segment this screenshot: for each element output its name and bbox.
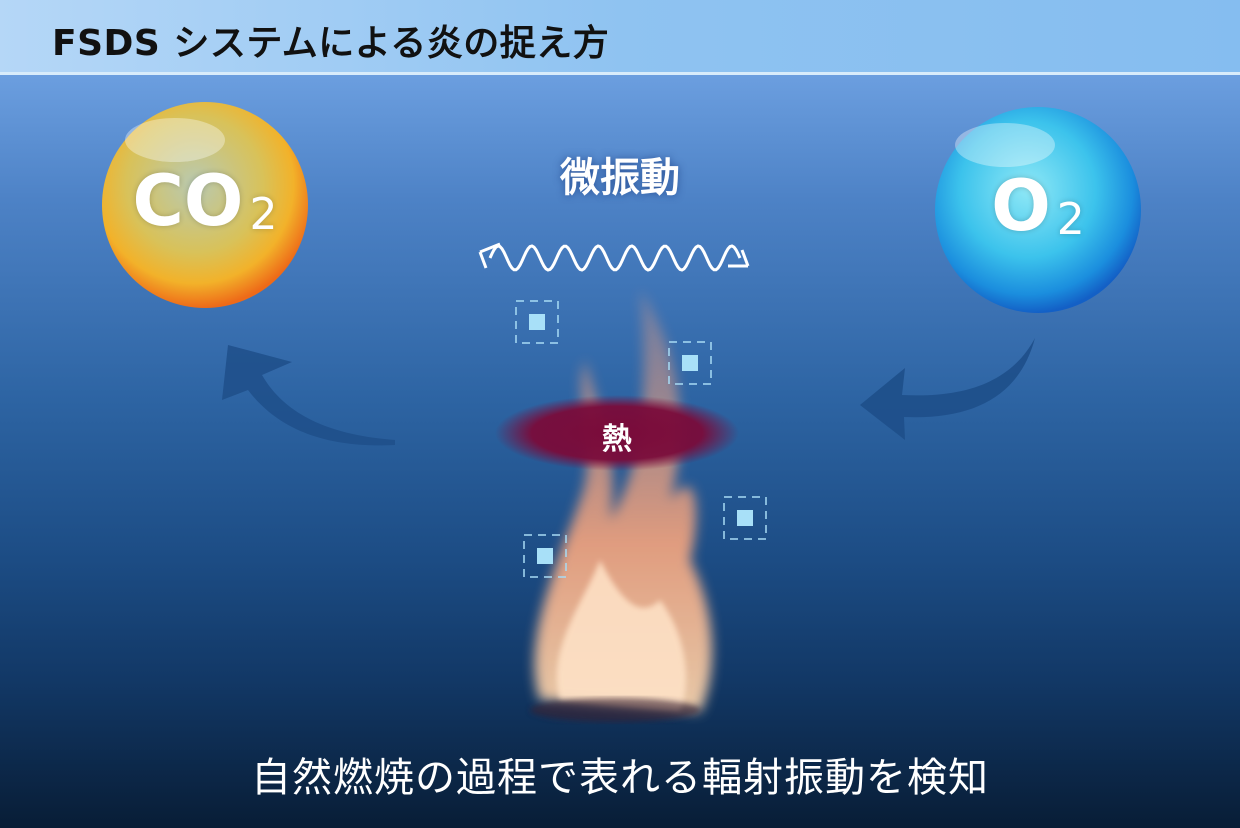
co2-bubble — [102, 102, 308, 308]
vibration-wave-icon — [478, 242, 750, 272]
vibration-label: 微振動 — [560, 155, 680, 201]
sensor-markers — [515, 300, 767, 578]
flame — [530, 290, 712, 722]
caption: 自然燃焼の過程で表れる輻射振動を検知 — [251, 755, 989, 801]
sensor-marker-icon — [668, 341, 712, 385]
sensor-marker-icon — [523, 534, 567, 578]
arrow-to-co2 — [222, 345, 395, 446]
heat-label: 熱 — [602, 422, 632, 457]
o2-bubble — [935, 107, 1141, 313]
header-bar: FSDS システムによる炎の捉え方 — [0, 0, 1240, 75]
page-title: FSDS システムによる炎の捉え方 — [52, 23, 610, 64]
heat-zone — [495, 395, 739, 471]
arrow-from-o2 — [860, 338, 1035, 440]
sensor-marker-icon — [515, 300, 559, 344]
sensor-marker-icon — [723, 496, 767, 540]
